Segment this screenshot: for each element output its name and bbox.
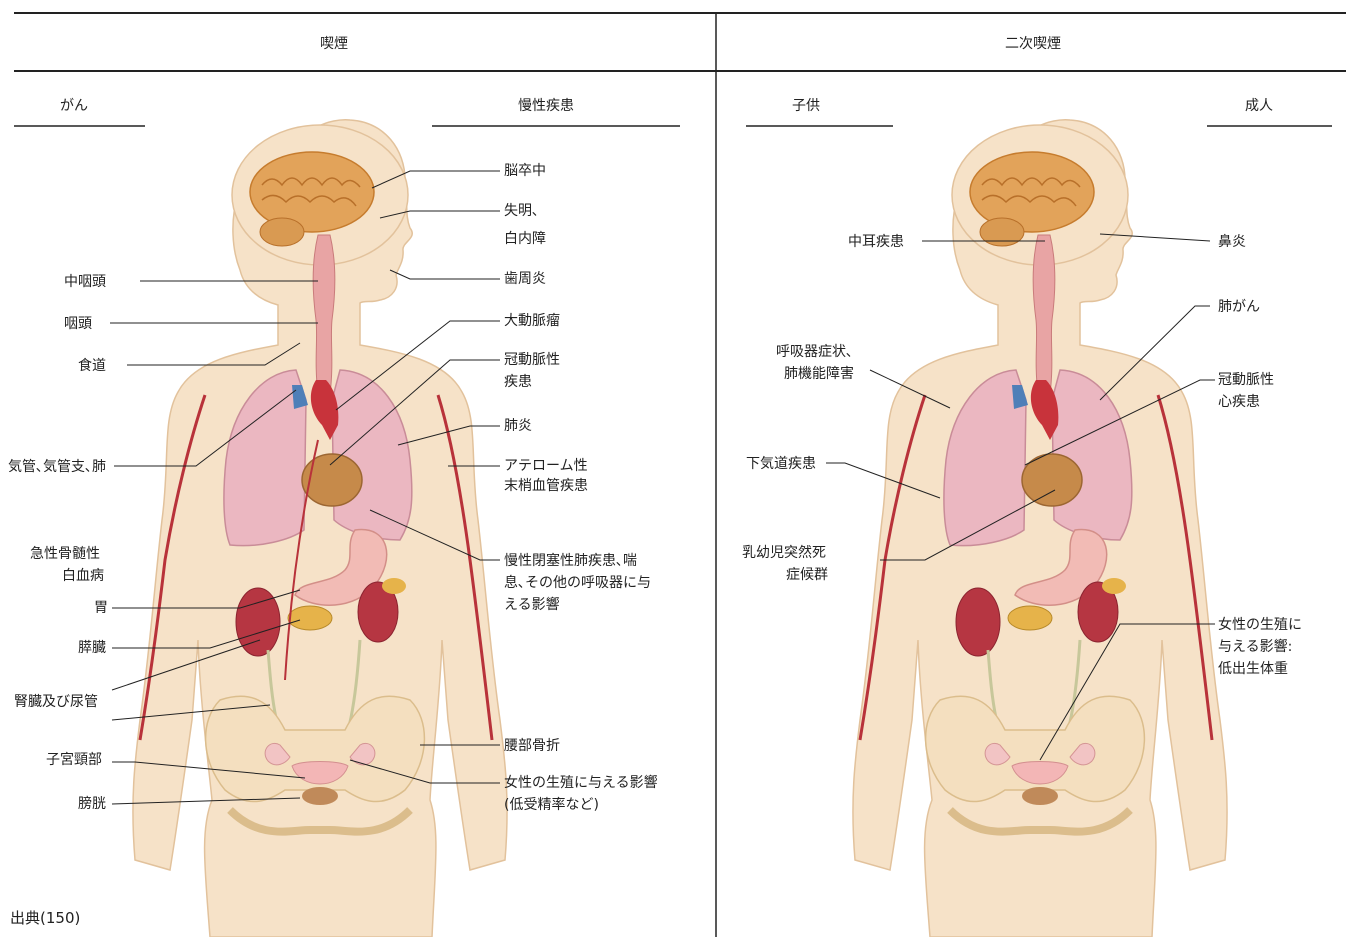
label-aortic-aneurysm: 大動脈瘤	[504, 311, 560, 331]
subheader-chronic: 慢性疾患	[518, 95, 574, 115]
label-aml-line2: 白血病	[62, 566, 104, 586]
label-pad-line1: アテローム性	[504, 456, 588, 476]
label-nasal: 鼻炎	[1218, 232, 1246, 252]
label-pancreas: 膵臓	[78, 638, 106, 658]
subheader-adults: 成人	[1245, 95, 1273, 115]
label-aml-line1: 急性骨髄性	[30, 544, 100, 564]
label-blindness-line1: 失明､	[504, 201, 539, 221]
label-repro-line2: (低受精率など)	[504, 795, 599, 815]
label-lung-cancer: 肺がん	[1218, 297, 1260, 317]
label-pneumonia: 肺炎	[504, 416, 532, 436]
label-hip-fracture: 腰部骨折	[504, 736, 560, 756]
label-cervix: 子宮頸部	[46, 750, 102, 770]
label-low-birth-line2: 与える影響:	[1218, 637, 1292, 657]
smoker-body-figure	[133, 120, 507, 937]
label-adult-chd-line2: 心疾患	[1218, 392, 1260, 412]
label-kidney-ureter: 腎臓及び尿管	[14, 692, 98, 712]
label-esophagus: 食道	[78, 356, 106, 376]
label-low-birth-line1: 女性の生殖に	[1218, 615, 1302, 635]
label-chd-line2: 疾患	[504, 372, 532, 392]
label-periodontitis: 歯周炎	[504, 269, 546, 289]
label-lower-resp: 下気道疾患	[746, 454, 816, 474]
label-resp-symptoms-line1: 呼吸器症状､	[776, 342, 853, 362]
label-resp-symptoms-line2: 肺機能障害	[784, 364, 854, 384]
label-stroke: 脳卒中	[504, 161, 546, 181]
label-chd-line1: 冠動脈性	[504, 350, 560, 370]
label-repro-line1: 女性の生殖に与える影響	[504, 773, 658, 793]
label-blindness-line2: 白内障	[504, 229, 546, 249]
label-stomach: 胃	[94, 598, 108, 618]
label-middle-ear: 中耳疾患	[848, 232, 904, 252]
label-adult-chd-line1: 冠動脈性	[1218, 370, 1274, 390]
source-citation: 出典(150)	[10, 908, 80, 928]
label-sids-line2: 症候群	[786, 565, 828, 585]
label-copd-line3: える影響	[504, 595, 560, 615]
label-copd-line1: 慢性閉塞性肺疾患､喘	[504, 551, 637, 571]
header-smoking: 喫煙	[320, 33, 348, 53]
label-oropharynx: 中咽頭	[64, 272, 106, 292]
label-bladder: 膀胱	[78, 794, 106, 814]
label-low-birth-line3: 低出生体重	[1218, 659, 1288, 679]
label-trachea-lung: 気管､気管支､肺	[8, 457, 106, 477]
label-pad-line2: 末梢血管疾患	[504, 476, 588, 496]
label-copd-line2: 息､その他の呼吸器に与	[504, 573, 651, 593]
header-secondhand: 二次喫煙	[1005, 33, 1061, 53]
label-larynx: 咽頭	[64, 314, 92, 334]
subheader-cancer: がん	[60, 95, 88, 115]
label-sids-line1: 乳幼児突然死	[742, 543, 826, 563]
subheader-children: 子供	[792, 95, 820, 115]
secondhand-body-figure	[853, 120, 1227, 937]
